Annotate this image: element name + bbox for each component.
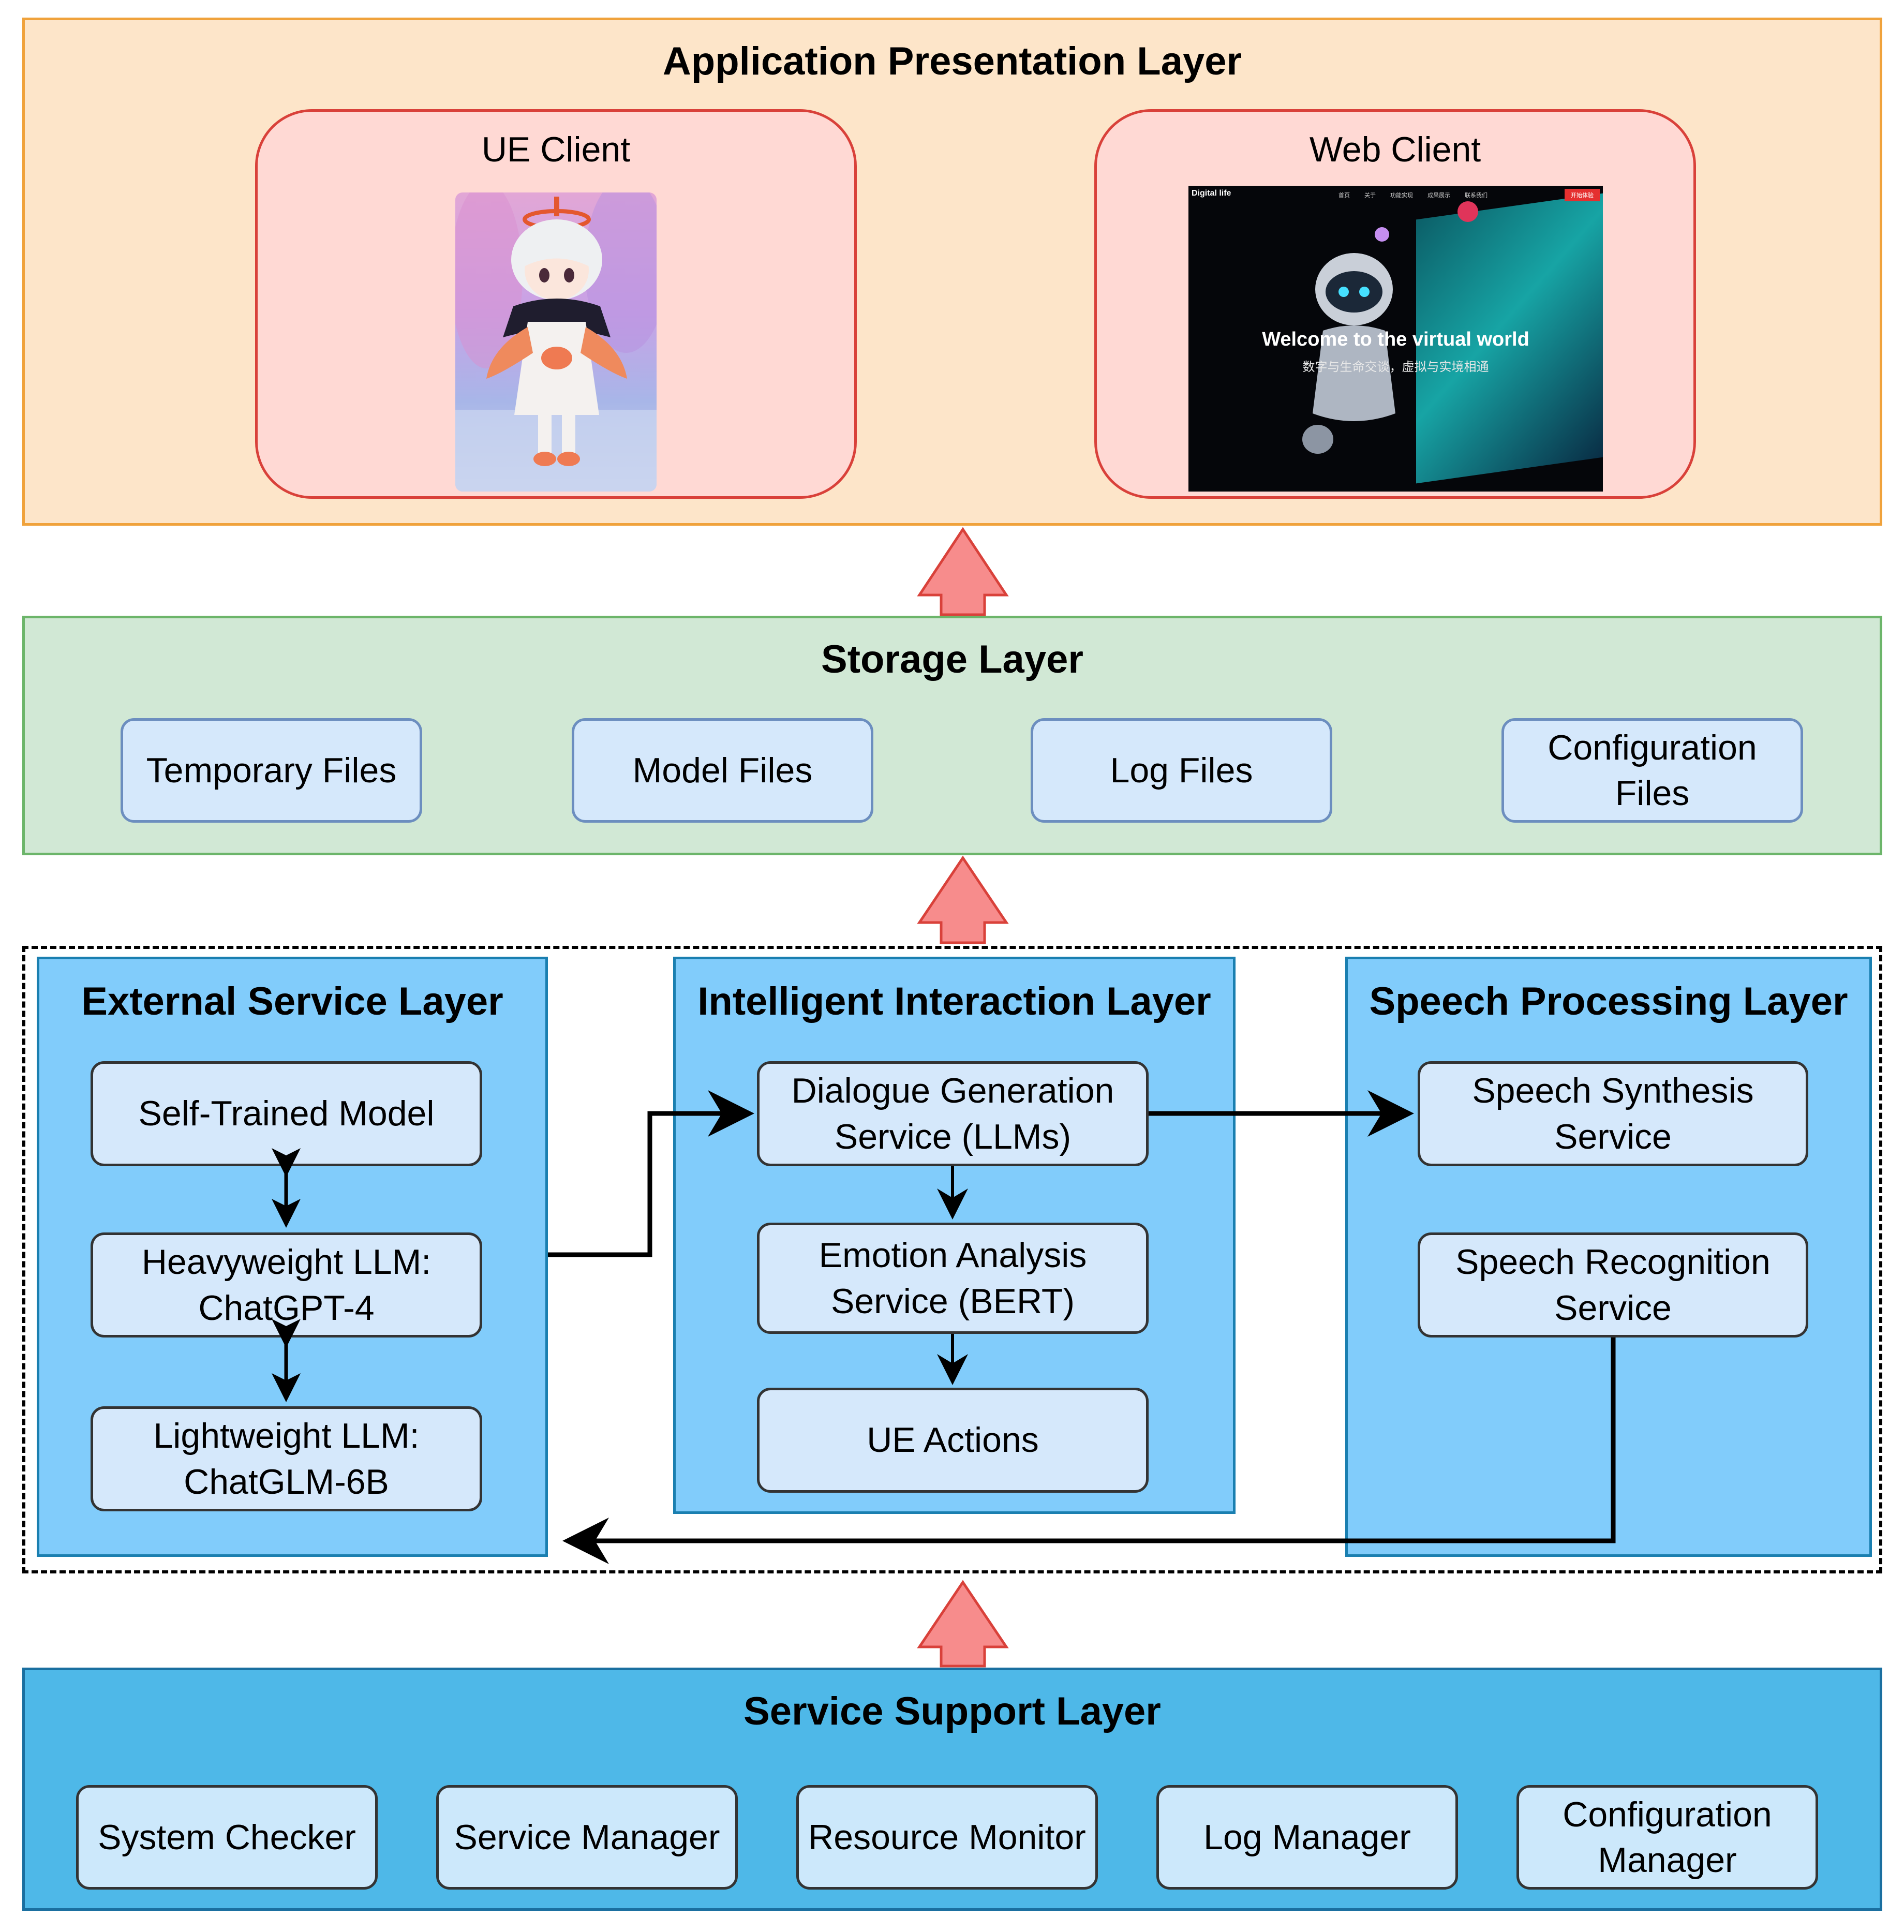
orb-icon: [1457, 201, 1478, 222]
service-manager-node: Service Manager: [436, 1785, 738, 1890]
system-checker-node: System Checker: [76, 1785, 378, 1890]
log-files-node: Log Files: [1031, 718, 1332, 823]
application-layer-title: Application Presentation Layer: [662, 39, 1242, 83]
ue-client-title: UE Client: [481, 130, 631, 169]
web-client-title: Web Client: [1309, 130, 1481, 169]
speech-synthesis-node: Speech Synthesis Service: [1418, 1061, 1808, 1166]
resource-monitor-node: Resource Monitor: [796, 1785, 1098, 1890]
web-nav: 首页 关于 功能实现 成果展示 联系我们: [1338, 191, 1488, 199]
web-headline: Welcome to the virtual world: [1262, 329, 1529, 350]
up-arrow-to-storage-layer: [917, 855, 1009, 944]
lightweight-llm-node: Lightweight LLM: ChatGLM-6B: [91, 1406, 482, 1511]
web-nav-item: 成果展示: [1427, 192, 1450, 199]
temporary-files-node: Temporary Files: [121, 718, 422, 823]
log-manager-node: Log Manager: [1156, 1785, 1458, 1890]
storage-layer-title: Storage Layer: [821, 637, 1083, 681]
model-files-node: Model Files: [572, 718, 873, 823]
service-support-layer-title: Service Support Layer: [743, 1689, 1161, 1733]
web-nav-item: 功能实现: [1390, 192, 1413, 199]
processing-group-dashed: [22, 946, 1882, 1573]
external-service-layer-title: External Service Layer: [81, 979, 503, 1023]
recognition-to-external-arrow: [562, 1337, 1616, 1564]
application-presentation-layer: Application Presentation Layer UE Client: [22, 18, 1882, 526]
ue-client-box: UE Client: [255, 109, 857, 499]
orb-icon: [1375, 227, 1389, 242]
emotion-analysis-node: Emotion Analysis Service (BERT): [757, 1223, 1149, 1334]
web-client-screenshot: Digital life 首页 关于 功能实现 成果展示 联系我们 开始体验 W…: [1188, 186, 1603, 492]
external-to-dialogue-arrow: [548, 1090, 754, 1257]
web-cta-button: 开始体验: [1565, 189, 1600, 201]
dialogue-generation-node: Dialogue Generation Service (LLMs): [757, 1061, 1149, 1166]
ue-actions-node: UE Actions: [757, 1388, 1149, 1493]
web-nav-item: 首页: [1338, 192, 1350, 199]
web-nav-item: 关于: [1364, 192, 1376, 199]
up-arrow-to-app-layer: [917, 527, 1009, 616]
web-nav-item: 联系我们: [1465, 192, 1488, 199]
web-client-box: Web Client Digital life 首页 关于: [1094, 109, 1696, 499]
web-subheadline: 数字与生命交谈，虚拟与实境相通: [1302, 360, 1489, 374]
web-brand: Digital life: [1192, 189, 1231, 198]
intelligent-interaction-layer-title: Intelligent Interaction Layer: [697, 979, 1211, 1023]
speech-processing-layer-title: Speech Processing Layer: [1369, 979, 1848, 1023]
configuration-manager-node: Configuration Manager: [1516, 1785, 1818, 1890]
robot-icon: [1287, 243, 1421, 460]
speech-recognition-node: Speech Recognition Service: [1418, 1232, 1808, 1337]
heavyweight-llm-node: Heavyweight LLM: ChatGPT-4: [91, 1232, 482, 1337]
up-arrow-to-processing-group: [917, 1580, 1009, 1668]
anime-character-icon: [455, 192, 657, 492]
configuration-files-node: Configuration Files: [1501, 718, 1803, 823]
